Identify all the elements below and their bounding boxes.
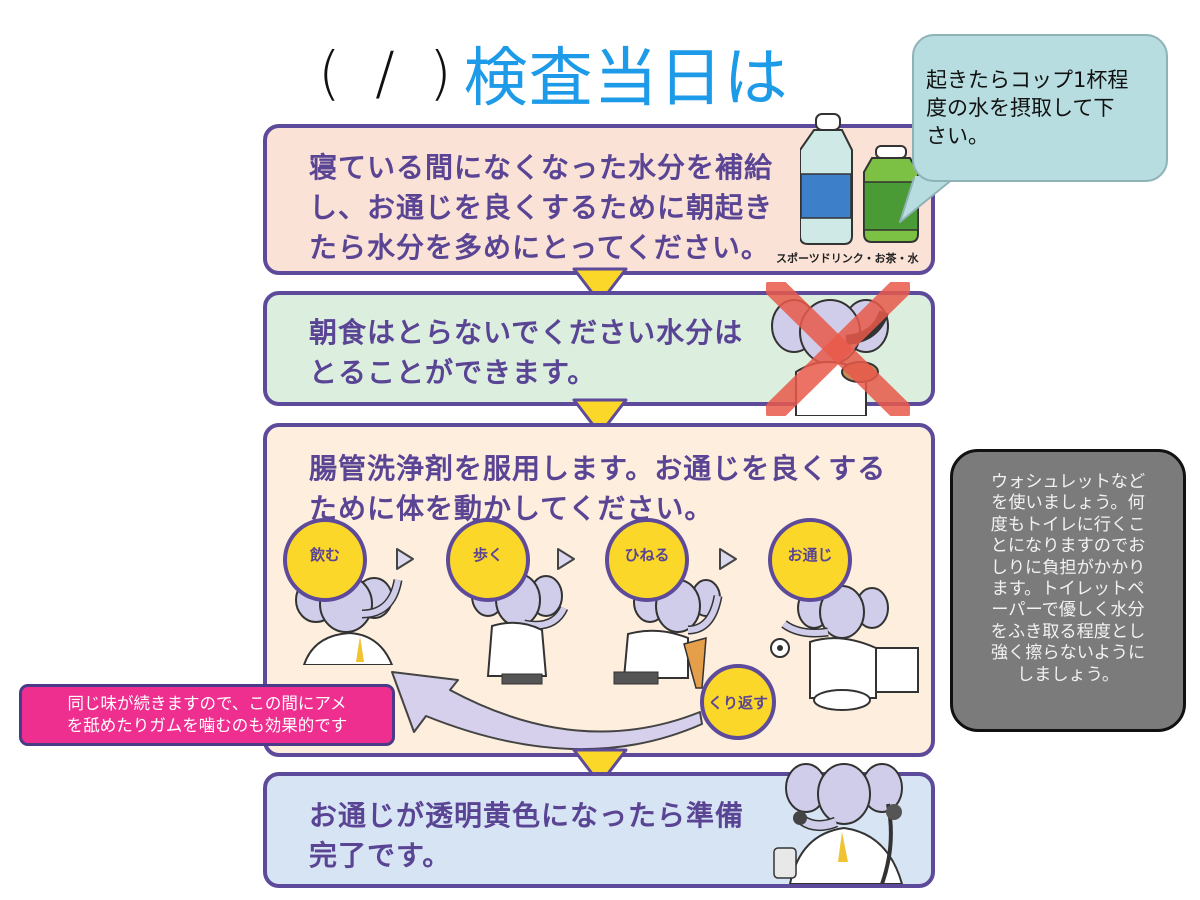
text-line: 度の水を摂取して下	[926, 96, 1115, 120]
cycle-step-label: 飲む	[309, 546, 340, 564]
text-line: をふき取る程度とし	[990, 621, 1146, 642]
toilet-care-note: ウォシュレットなど を使いましょう。何 度もトイレに行くこ とになりますのでお …	[950, 449, 1186, 732]
repeat-badge: くり返す	[700, 664, 776, 740]
candy-gum-note: 同じ味が続きますので、この間にアメ を舐めたりガムを噛むのも効果的です	[19, 684, 395, 746]
elephant-toilet-icon	[762, 582, 922, 712]
next-arrow-icon	[395, 547, 415, 575]
text-line: 完了です。	[309, 839, 452, 872]
text-line: 強く擦らないように	[990, 643, 1146, 664]
cycle-step-walk: 歩く	[446, 518, 530, 602]
text-line: しりに負担がかかり	[990, 557, 1146, 578]
text-line: とになりますのでお	[990, 536, 1146, 557]
text-line: を舐めたりガムを噛むのも効果的です	[66, 716, 348, 735]
bottles-caption: スポーツドリンク・お茶・水	[776, 252, 919, 265]
page-title: ( / ) 検査当日は	[318, 28, 789, 118]
step-text: お通じが透明黄色になったら準備 完了です。	[309, 796, 744, 876]
repeat-arrow-icon	[380, 650, 710, 754]
text-line: 起きたらコップ1杯程	[926, 68, 1129, 92]
cycle-step-bowel: お通じ	[768, 518, 852, 602]
date-placeholder: ( / )	[318, 39, 460, 107]
text-line: ウォシュレットなど	[990, 472, 1146, 492]
text-line: しましょう。	[1016, 664, 1120, 685]
callout-text: 起きたらコップ1杯程 度の水を摂取して下 さい。	[926, 66, 1162, 150]
text-line: たら水分を多めにとってください。	[309, 231, 770, 264]
step-text: 腸管洗浄剤を服用します。お通じを良くする ために体を動かしてください。	[309, 449, 886, 529]
flow-arrow-icon	[571, 747, 629, 791]
text-line: さい。	[926, 124, 989, 148]
text-line: 同じ味が続きますので、この間にアメ	[67, 694, 347, 713]
step-text: 寝ている間になくなった水分を補給 し、お通じを良くするために朝起き たら水分を多…	[309, 148, 773, 268]
text-line: 寝ている間になくなった水分を補給	[309, 151, 774, 184]
text-line: とることができます。	[309, 356, 597, 389]
text-line: を使いましょう。何	[991, 493, 1145, 514]
cycle-step-label: ひねる	[624, 546, 670, 564]
cycle-step-label: 歩く	[472, 546, 503, 564]
text-line: 朝食はとらないでください水分は	[309, 316, 744, 349]
text-line: お通じが透明黄色になったら準備	[309, 799, 745, 832]
text-line: ます。トイレットペ	[991, 579, 1145, 600]
repeat-label: くり返す	[707, 693, 768, 712]
text-line: 腸管洗浄剤を服用します。お通じを良くする	[309, 452, 887, 485]
next-arrow-icon	[556, 547, 576, 575]
cycle-step-twist: ひねる	[605, 518, 689, 602]
water-intake-callout: 起きたらコップ1杯程 度の水を摂取して下 さい。	[912, 34, 1168, 182]
next-arrow-icon	[718, 547, 738, 575]
cycle-step-label: お通じ	[787, 546, 833, 564]
flow-arrow-icon	[571, 397, 629, 441]
bottles-icon	[799, 112, 930, 248]
text-line: 度もトイレに行くこ	[990, 514, 1146, 535]
text-line: し、お通じを良くするために朝起き	[309, 191, 774, 224]
flow-arrow-icon	[571, 266, 629, 310]
step-text: 朝食はとらないでください水分は とることができます。	[309, 313, 743, 393]
cycle-step-drink: 飲む	[283, 518, 367, 602]
elephant-doctor-endoscope-icon	[770, 760, 920, 885]
text-line: ーパーで優しく水分	[991, 600, 1145, 621]
elephant-eating-crossed-icon	[765, 277, 911, 421]
heading: 検査当日は	[463, 42, 789, 116]
callout-tail-icon	[896, 176, 966, 230]
